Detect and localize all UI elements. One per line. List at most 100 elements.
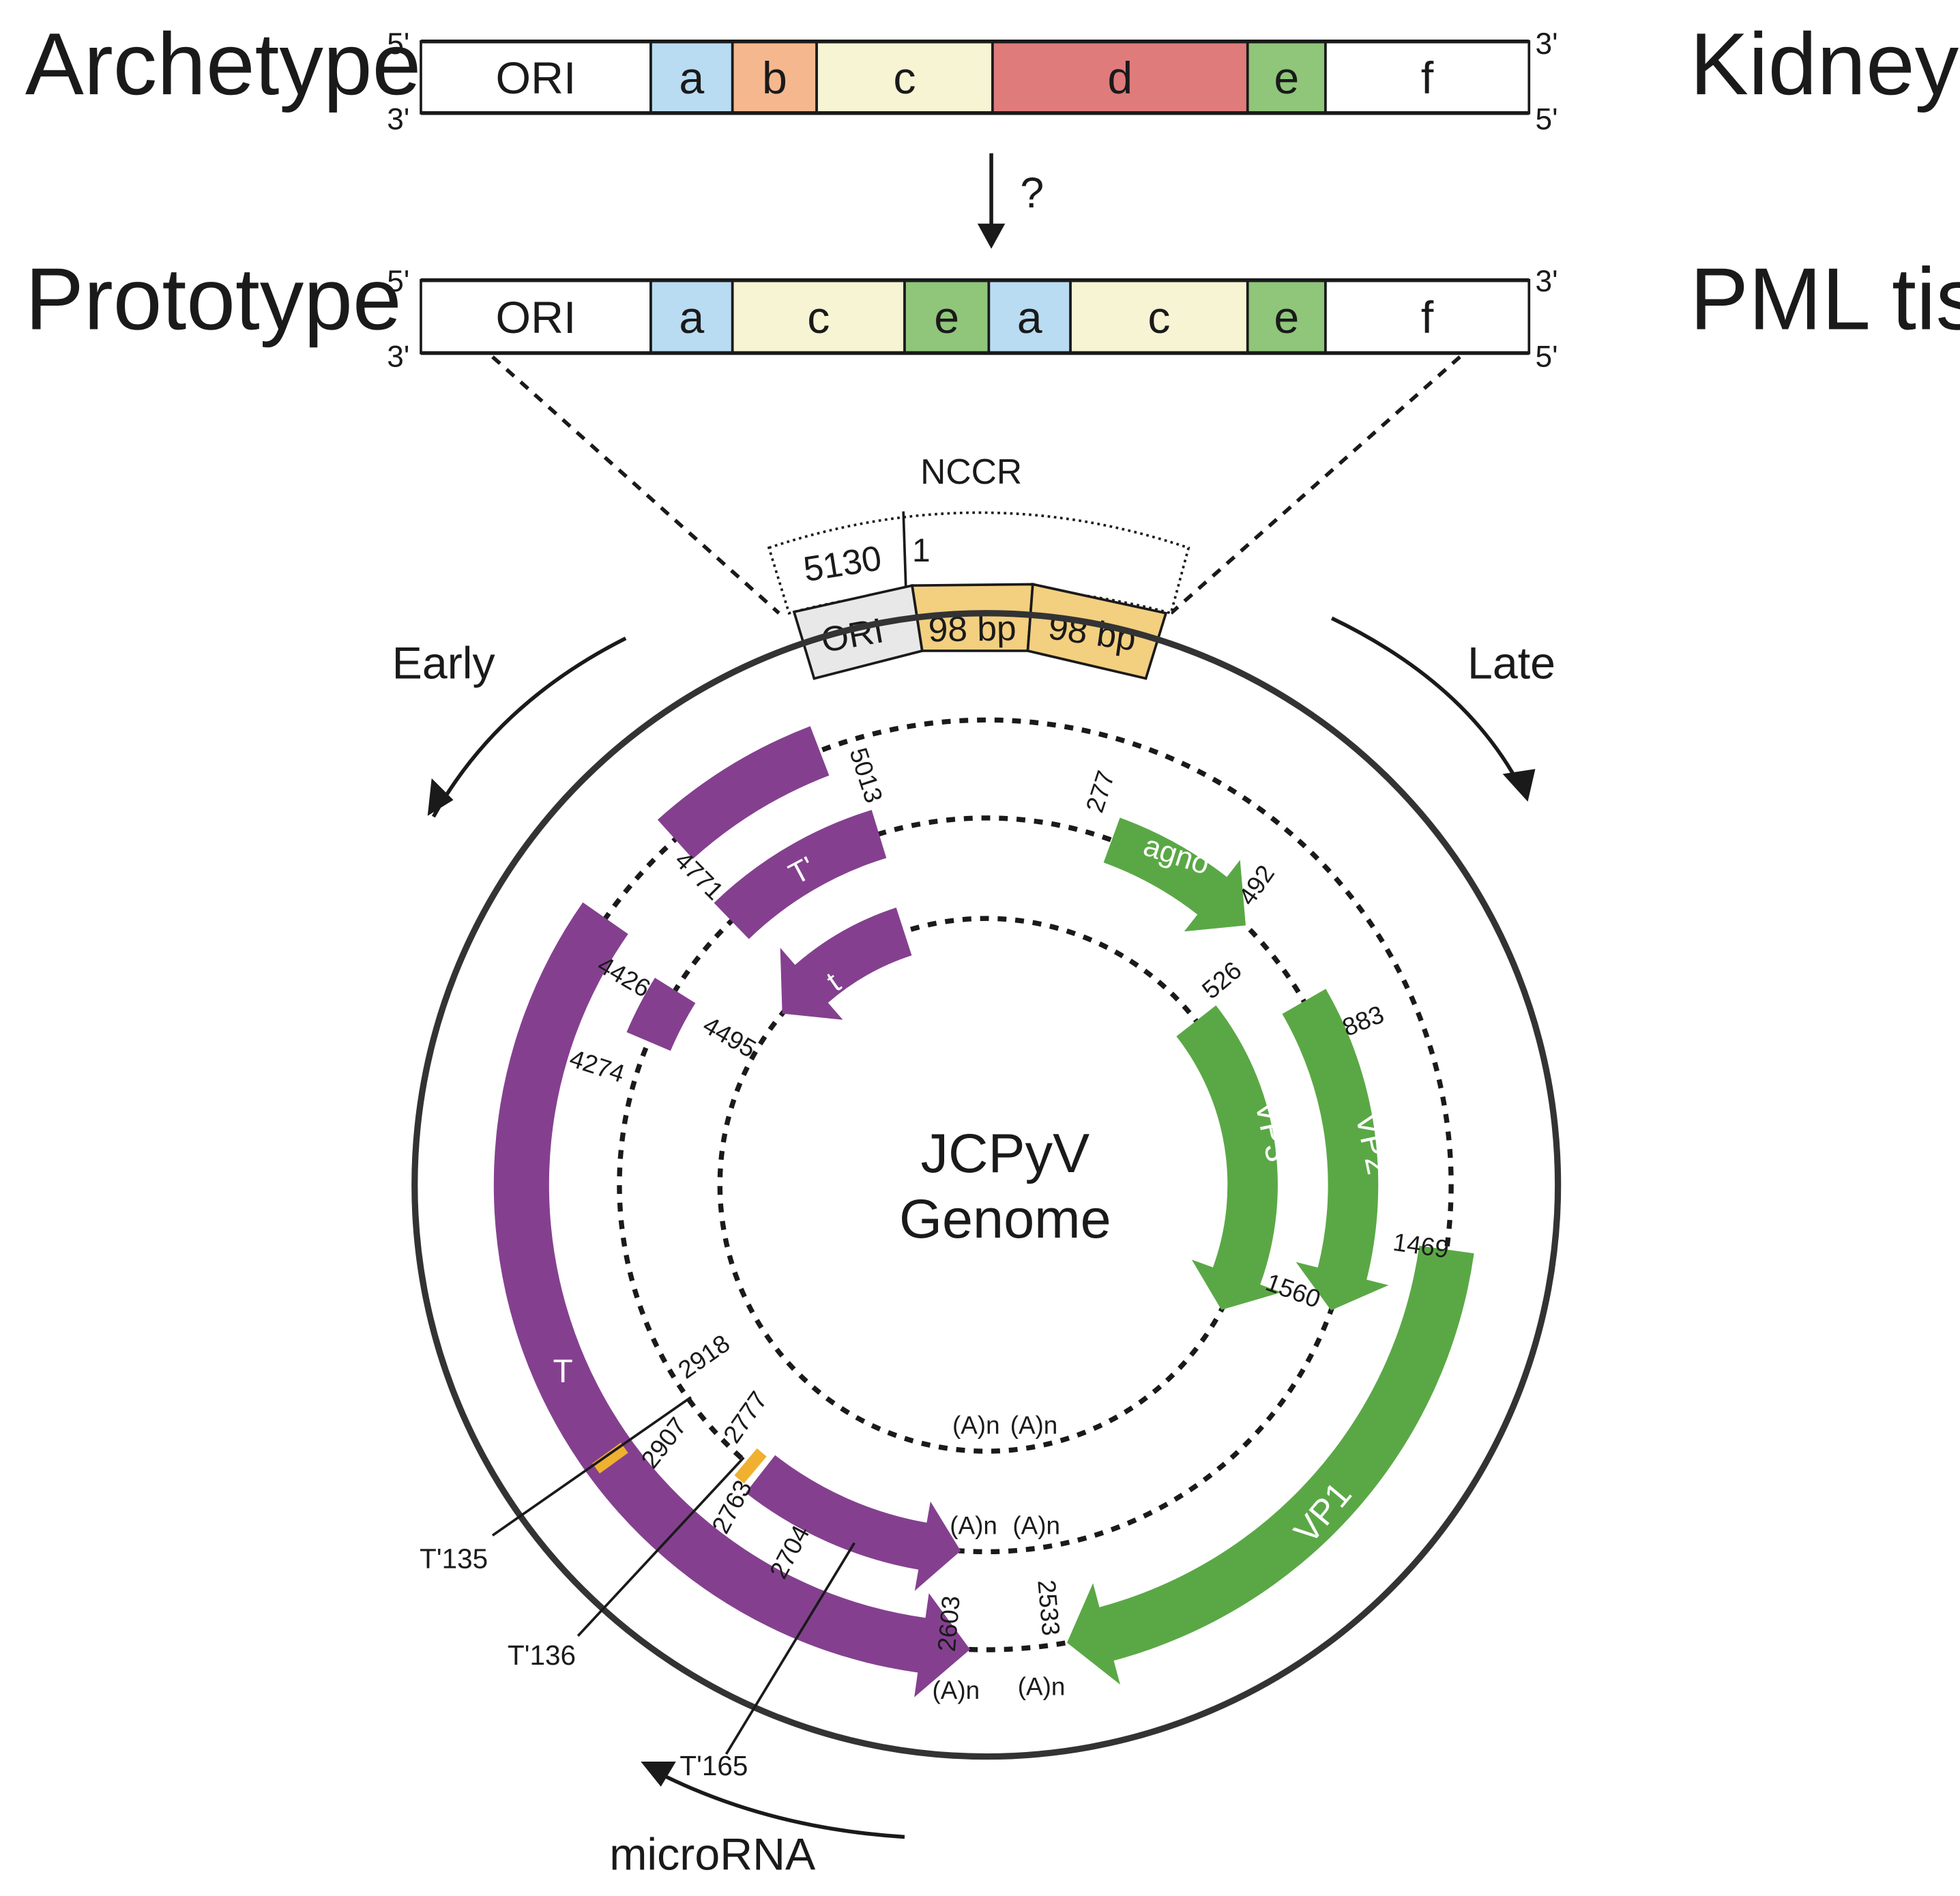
archetype-segment-label-5: e: [1274, 53, 1299, 104]
pos-2603: 2603: [933, 1594, 965, 1652]
prototype-segment-label-2: c: [807, 293, 830, 343]
archetype-three-prime-right: 3': [1535, 27, 1557, 61]
prototype-five-prime-right: 5': [1535, 340, 1557, 374]
archetype-segment-label-6: f: [1421, 53, 1434, 104]
prototype-segment-label-7: f: [1421, 293, 1434, 343]
t135-label: T'135: [420, 1543, 488, 1574]
early-direction-arrow: [431, 637, 627, 818]
gene-label-T: T: [553, 1354, 572, 1390]
polya-labels: (A)n (A)n (A)n (A)n (A)n (A)n: [933, 1411, 1066, 1704]
archetype-five-prime-right: 5': [1535, 103, 1557, 136]
pos-526: 526: [1197, 956, 1246, 1004]
t136-label: T'136: [508, 1639, 576, 1671]
feature-t: [780, 907, 912, 1020]
pos-2533: 2533: [1032, 1579, 1065, 1637]
polya-outer-2: (A)n: [1018, 1672, 1066, 1700]
nccr-boundary-tick: [902, 511, 907, 588]
conversion-arrow: ?: [977, 153, 1044, 249]
archetype-segment-label-0: ORI: [496, 53, 576, 104]
prototype-segment-label-1: a: [679, 293, 704, 343]
feature-VP3: [1176, 1005, 1282, 1310]
microrna-direction-arrow: [655, 1770, 905, 1839]
feature-T-exon2: [493, 902, 970, 1697]
prototype-three-prime-left: 3': [387, 340, 409, 374]
genome-title-line2: Genome: [899, 1188, 1111, 1250]
genome-circle: [411, 610, 1562, 1760]
prototype-segment-label-3: e: [934, 293, 959, 343]
archetype-segment-0: [420, 40, 652, 115]
microrna-arrow-head: [641, 1761, 676, 1787]
pos-5013: 5013: [844, 744, 888, 806]
pos-2763: 2763: [706, 1476, 757, 1538]
t136-leader: [576, 1457, 745, 1637]
archetype-label: Archetype: [25, 15, 421, 113]
feature-agno: [1103, 817, 1246, 932]
prototype-tissue-label: PML tissue: [1690, 250, 1960, 349]
prototype-segment-1: [649, 278, 734, 355]
pos-1469: 1469: [1391, 1228, 1450, 1264]
late-arrow-head: [1502, 769, 1536, 802]
prototype-five-prime-left: 5': [387, 265, 409, 298]
t165-label: T'165: [679, 1750, 748, 1781]
archetype-segment-label-1: a: [679, 53, 704, 104]
prototype-segment-4: [987, 278, 1072, 355]
pos-4771: 4771: [669, 846, 729, 905]
archetype-segments: ORI a b c d e f: [420, 40, 1531, 115]
genome-title-line1: JCPyV: [921, 1123, 1090, 1184]
t165-leader: [725, 1542, 855, 1755]
pos-2918: 2918: [673, 1329, 735, 1384]
gene-features: [493, 726, 1474, 1697]
late-direction-arrow: [1330, 616, 1526, 796]
feature-T-prime-exon1: [714, 810, 887, 939]
archetype-segment-label-2: b: [762, 53, 787, 104]
prototype-label: Prototype: [25, 250, 402, 349]
pos-883: 883: [1339, 1000, 1388, 1042]
prototype-segment-label-5: c: [1147, 293, 1170, 343]
archetype-segment-5: [1246, 40, 1327, 115]
feature-T-prime-exon3: [746, 1455, 961, 1591]
feature-T-prime-exon2: [626, 978, 696, 1051]
pos-277: 277: [1081, 768, 1120, 816]
prototype-map: Prototype PML tissue 5' 3' 3' 5' ORI a c e a…: [25, 250, 1960, 374]
pos-2777: 2777: [718, 1386, 773, 1448]
conversion-arrow-head: [977, 223, 1006, 249]
early-label: Early: [392, 638, 496, 688]
mirna-mark-t135: [592, 1442, 628, 1474]
prototype-segment-label-6: e: [1274, 293, 1299, 343]
nccr-box-2: [1026, 583, 1168, 680]
pos-4274: 4274: [566, 1044, 628, 1088]
archetype-segment-label-3: c: [893, 53, 916, 104]
late-label: Late: [1467, 638, 1555, 688]
prototype-segments: ORI a c e a c e f: [420, 278, 1531, 355]
polya-middle-2: (A)n: [1012, 1512, 1060, 1540]
polya-inner-1: (A)n: [952, 1411, 1000, 1439]
feature-VP1: [1067, 1245, 1474, 1685]
early-arrow-head: [427, 778, 454, 816]
prototype-three-prime-right: 3': [1535, 265, 1557, 298]
archetype-map: Archetype Kidney 5' 3' 3' 5' ORI a b c d e f: [25, 15, 1959, 136]
prototype-segment-5: [1069, 278, 1249, 355]
polya-middle-1: (A)n: [950, 1512, 997, 1540]
feature-VP2: [1282, 989, 1389, 1311]
microrna-label: microRNA: [609, 1829, 816, 1880]
conversion-question: ?: [1020, 169, 1044, 217]
feature-T-exon1: [657, 726, 830, 860]
prototype-segment-label-0: ORI: [496, 293, 576, 343]
mirna-annotations: T'135 T'136 T'165: [420, 1396, 855, 1781]
archetype-three-prime-left: 3': [387, 103, 409, 136]
prototype-segment-0: [420, 278, 652, 355]
archetype-segment-label-4: d: [1107, 53, 1132, 104]
polya-outer-1: (A)n: [933, 1676, 980, 1704]
nccr-start-position: 1: [912, 533, 931, 569]
prototype-segment-label-4: a: [1017, 293, 1042, 343]
archetype-five-prime-left: 5': [387, 27, 409, 61]
archetype-tissue-label: Kidney: [1690, 15, 1959, 113]
mirna-mark-t136: [734, 1448, 767, 1484]
nccr-label: NCCR: [920, 452, 1022, 491]
zoom-line-right: [1169, 355, 1461, 615]
pos-2704: 2704: [764, 1521, 815, 1584]
